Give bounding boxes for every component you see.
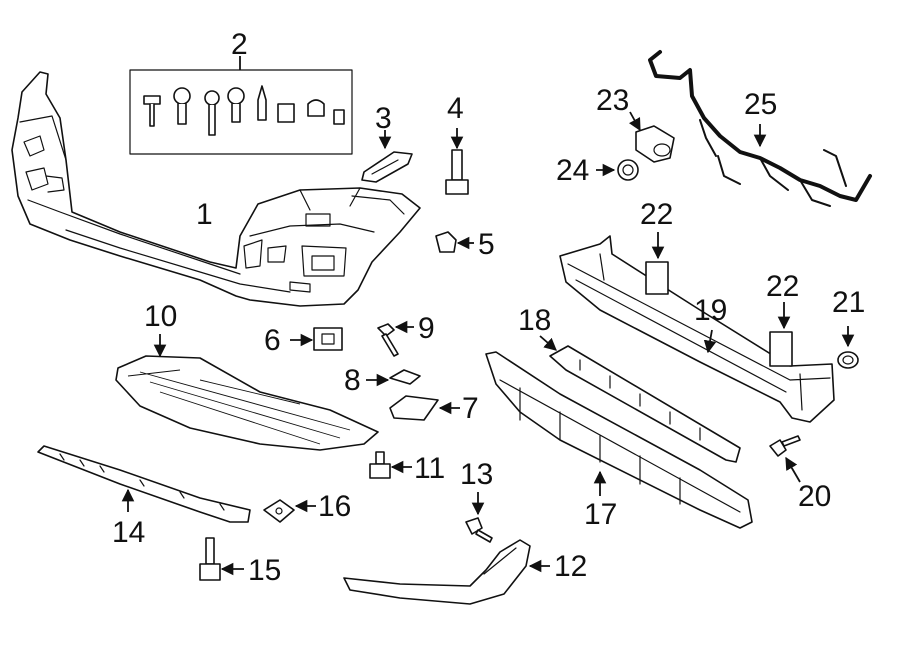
part-8-clip [389, 369, 421, 385]
part-4-bolt [445, 149, 469, 195]
callout-3: 3 [375, 102, 392, 135]
part-17-absorber [485, 351, 753, 529]
callout-24: 24 [556, 154, 589, 187]
callout-22b: 22 [766, 270, 799, 303]
part-3-clip [361, 151, 413, 183]
part-21-emblem [837, 351, 859, 369]
callout-8: 8 [344, 364, 361, 397]
part-25-harness [648, 50, 872, 207]
callout-20: 20 [798, 480, 831, 513]
callout-10: 10 [144, 300, 177, 333]
fastener-kit [129, 69, 353, 155]
part-22b-bracket [769, 331, 793, 367]
part-11-bolt [369, 451, 391, 479]
callout-19: 19 [694, 294, 727, 327]
part-16-nut [263, 499, 295, 523]
part-14-strip [37, 445, 251, 523]
callout-23: 23 [596, 84, 629, 117]
callout-labels: 1 2 3 4 5 6 7 8 9 10 11 12 13 14 15 16 1… [112, 28, 865, 587]
callout-11: 11 [414, 452, 445, 485]
part-12-trim [343, 539, 531, 605]
callout-17: 17 [584, 498, 617, 531]
callout-5: 5 [478, 228, 495, 261]
part-24-grommet [617, 159, 639, 181]
callout-14: 14 [112, 516, 145, 549]
callout-1: 1 [196, 198, 213, 231]
part-15-bolt [199, 537, 221, 581]
part-23-sensor [635, 125, 675, 163]
callout-12: 12 [554, 550, 587, 583]
callout-13: 13 [460, 458, 493, 491]
callout-6: 6 [264, 324, 281, 357]
callout-25: 25 [744, 88, 777, 121]
part-20-bolt [769, 435, 801, 457]
part-18-strip [549, 345, 741, 463]
callout-18: 18 [518, 304, 551, 337]
callout-16: 16 [318, 490, 351, 523]
splash-shield [115, 355, 379, 451]
callout-7: 7 [462, 392, 479, 425]
part-13-screw [465, 517, 493, 543]
bumper-cover [11, 71, 421, 307]
part-22a-bracket [645, 261, 669, 295]
part-19-beam [559, 235, 835, 423]
part-6-retainer [313, 327, 343, 351]
callout-4: 4 [447, 92, 464, 125]
part-9-screw [377, 323, 399, 357]
part-5-nut [435, 231, 457, 253]
callout-22a: 22 [640, 198, 673, 231]
callout-15: 15 [248, 554, 281, 587]
part-7-cover [389, 395, 439, 421]
callout-2: 2 [231, 28, 248, 61]
callout-21: 21 [832, 286, 865, 319]
callout-9: 9 [418, 312, 435, 345]
